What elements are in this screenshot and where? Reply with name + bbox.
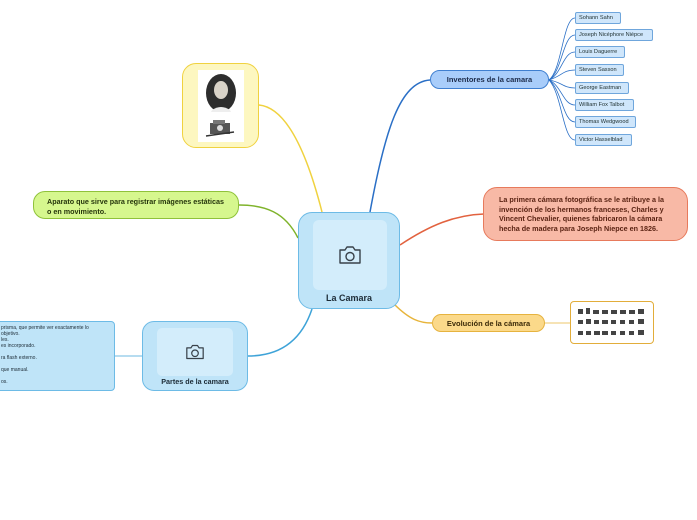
partes-image-area (157, 328, 233, 376)
inventor-item[interactable]: Steven Sasson (575, 64, 624, 76)
inventor-item[interactable]: Victor Hasselblad (575, 134, 632, 146)
partes-label: Partes de la camara (161, 377, 229, 386)
central-label: La Camara (325, 293, 373, 303)
central-node[interactable]: La Camara (298, 212, 400, 309)
camera-icon (339, 246, 361, 264)
aparato-node[interactable]: Aparato que sirve para registrar imágene… (33, 191, 239, 219)
inventor-branch-lines (548, 17, 576, 141)
inventor-portrait-image (198, 70, 244, 142)
camera-icon (186, 344, 204, 360)
inventor-item[interactable]: Thomas Wedgwood (575, 116, 636, 128)
camera-evolution-image[interactable] (570, 301, 654, 344)
inventor-item[interactable]: Sohann Sahn (575, 12, 621, 24)
line-to-evolucion (393, 303, 433, 324)
note-line: objetivo. (1, 331, 20, 337)
central-image-area (313, 220, 387, 290)
evolucion-node[interactable]: Evolución de la cámara (432, 314, 545, 332)
note-line: les. (1, 337, 9, 343)
line-to-portrait (258, 104, 323, 213)
partes-notes[interactable]: prisma, que permite ver exactamente lo o… (0, 321, 115, 391)
line-to-primera (399, 213, 485, 246)
camera-evolution-graphic (578, 308, 644, 335)
inventor-item[interactable]: William Fox Talbot (575, 99, 634, 111)
note-line: que manual. (1, 367, 29, 373)
inventor-item[interactable]: Joseph Nicéphore Niépce (575, 29, 653, 41)
inventor-item[interactable]: Louis Daguerre (575, 46, 625, 58)
note-line: os. (1, 379, 8, 385)
note-line: es incorporado. (1, 343, 36, 349)
note-line: ra flash externo. (1, 355, 37, 361)
note-line: prisma, que permite ver exactamente lo (1, 325, 89, 331)
inventor-item[interactable]: George Eastman (575, 82, 629, 94)
portrait-node[interactable] (182, 63, 259, 148)
line-to-inventores (369, 79, 431, 213)
inventor-portrait-graphic (205, 74, 236, 137)
line-to-aparato (238, 204, 299, 239)
primera-camara-node[interactable]: La primera cámara fotográfica se le atri… (483, 187, 688, 241)
camera-sketch-icon (205, 120, 235, 137)
inventores-node[interactable]: Inventores de la camara (430, 70, 549, 89)
partes-node[interactable]: Partes de la camara (142, 321, 248, 391)
line-to-partes (247, 308, 313, 357)
